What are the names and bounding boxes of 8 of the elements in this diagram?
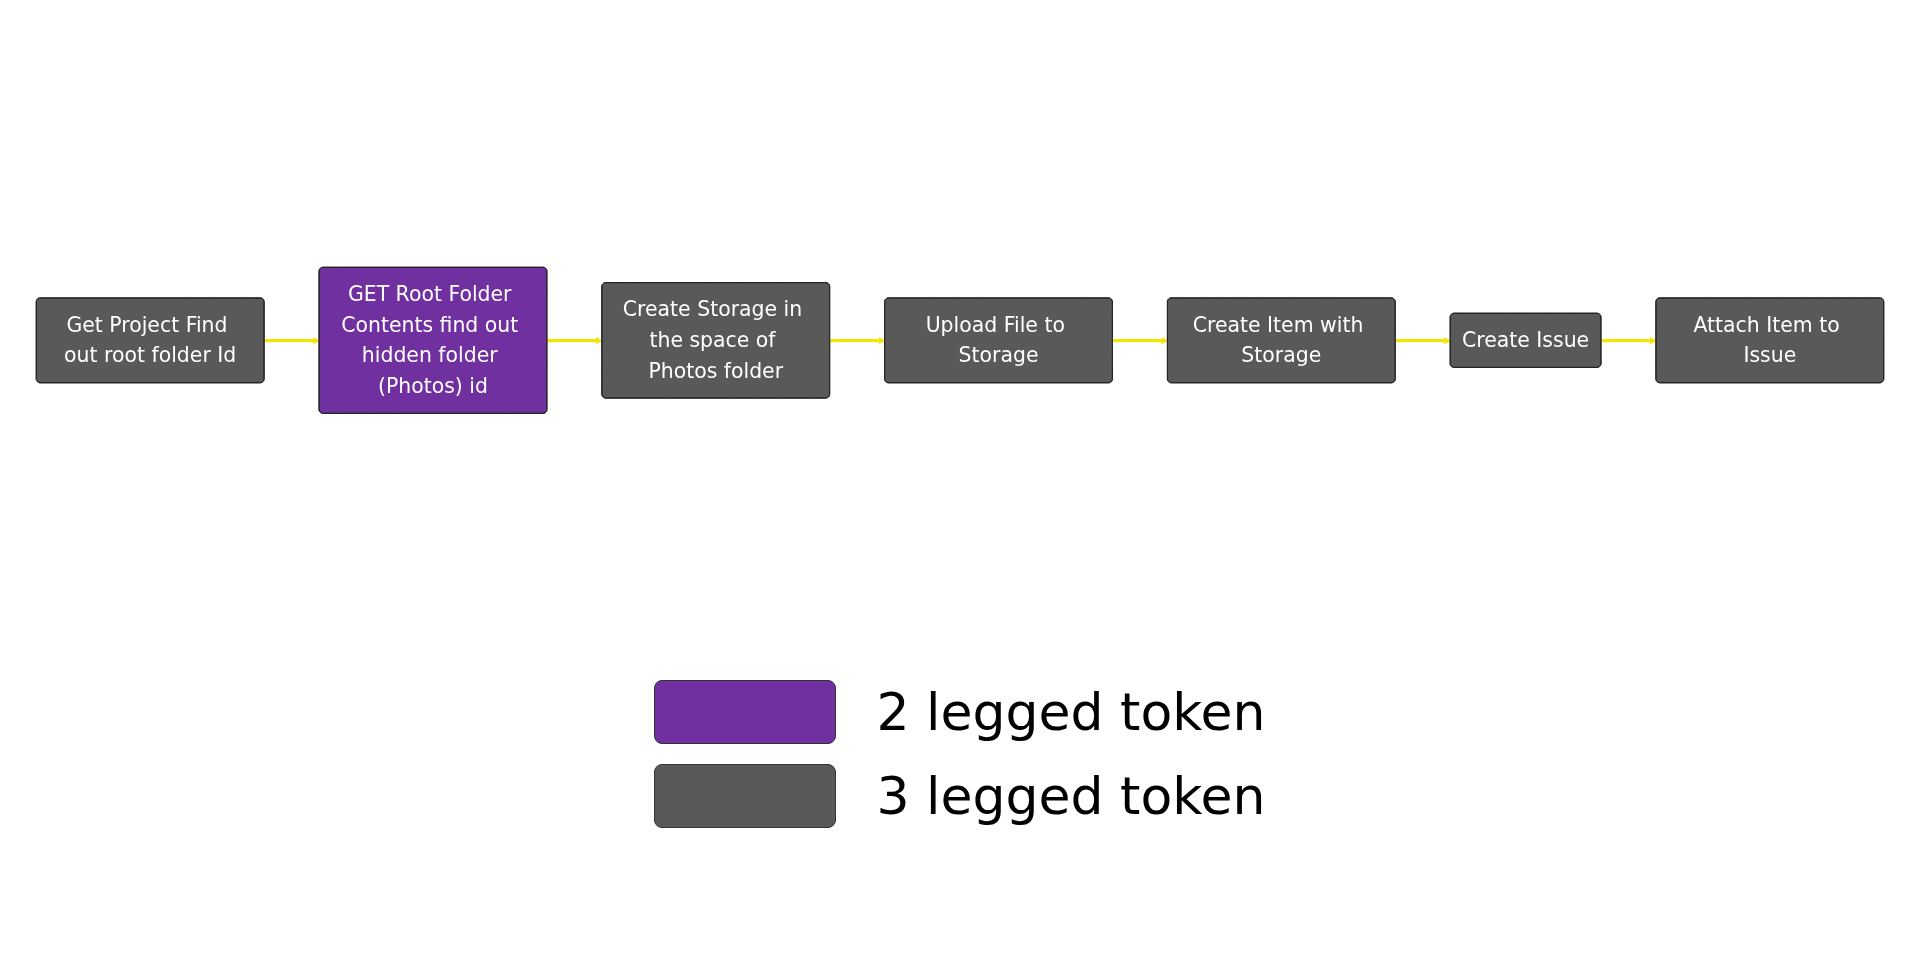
arrow xyxy=(264,336,320,344)
arrow xyxy=(1601,336,1657,344)
legend-text: 3 legged token xyxy=(876,766,1266,826)
arrow xyxy=(1395,336,1451,344)
arrow xyxy=(1112,336,1169,344)
arrow xyxy=(547,336,603,344)
arrow xyxy=(830,336,886,344)
legend-text: 2 legged token xyxy=(876,682,1266,742)
